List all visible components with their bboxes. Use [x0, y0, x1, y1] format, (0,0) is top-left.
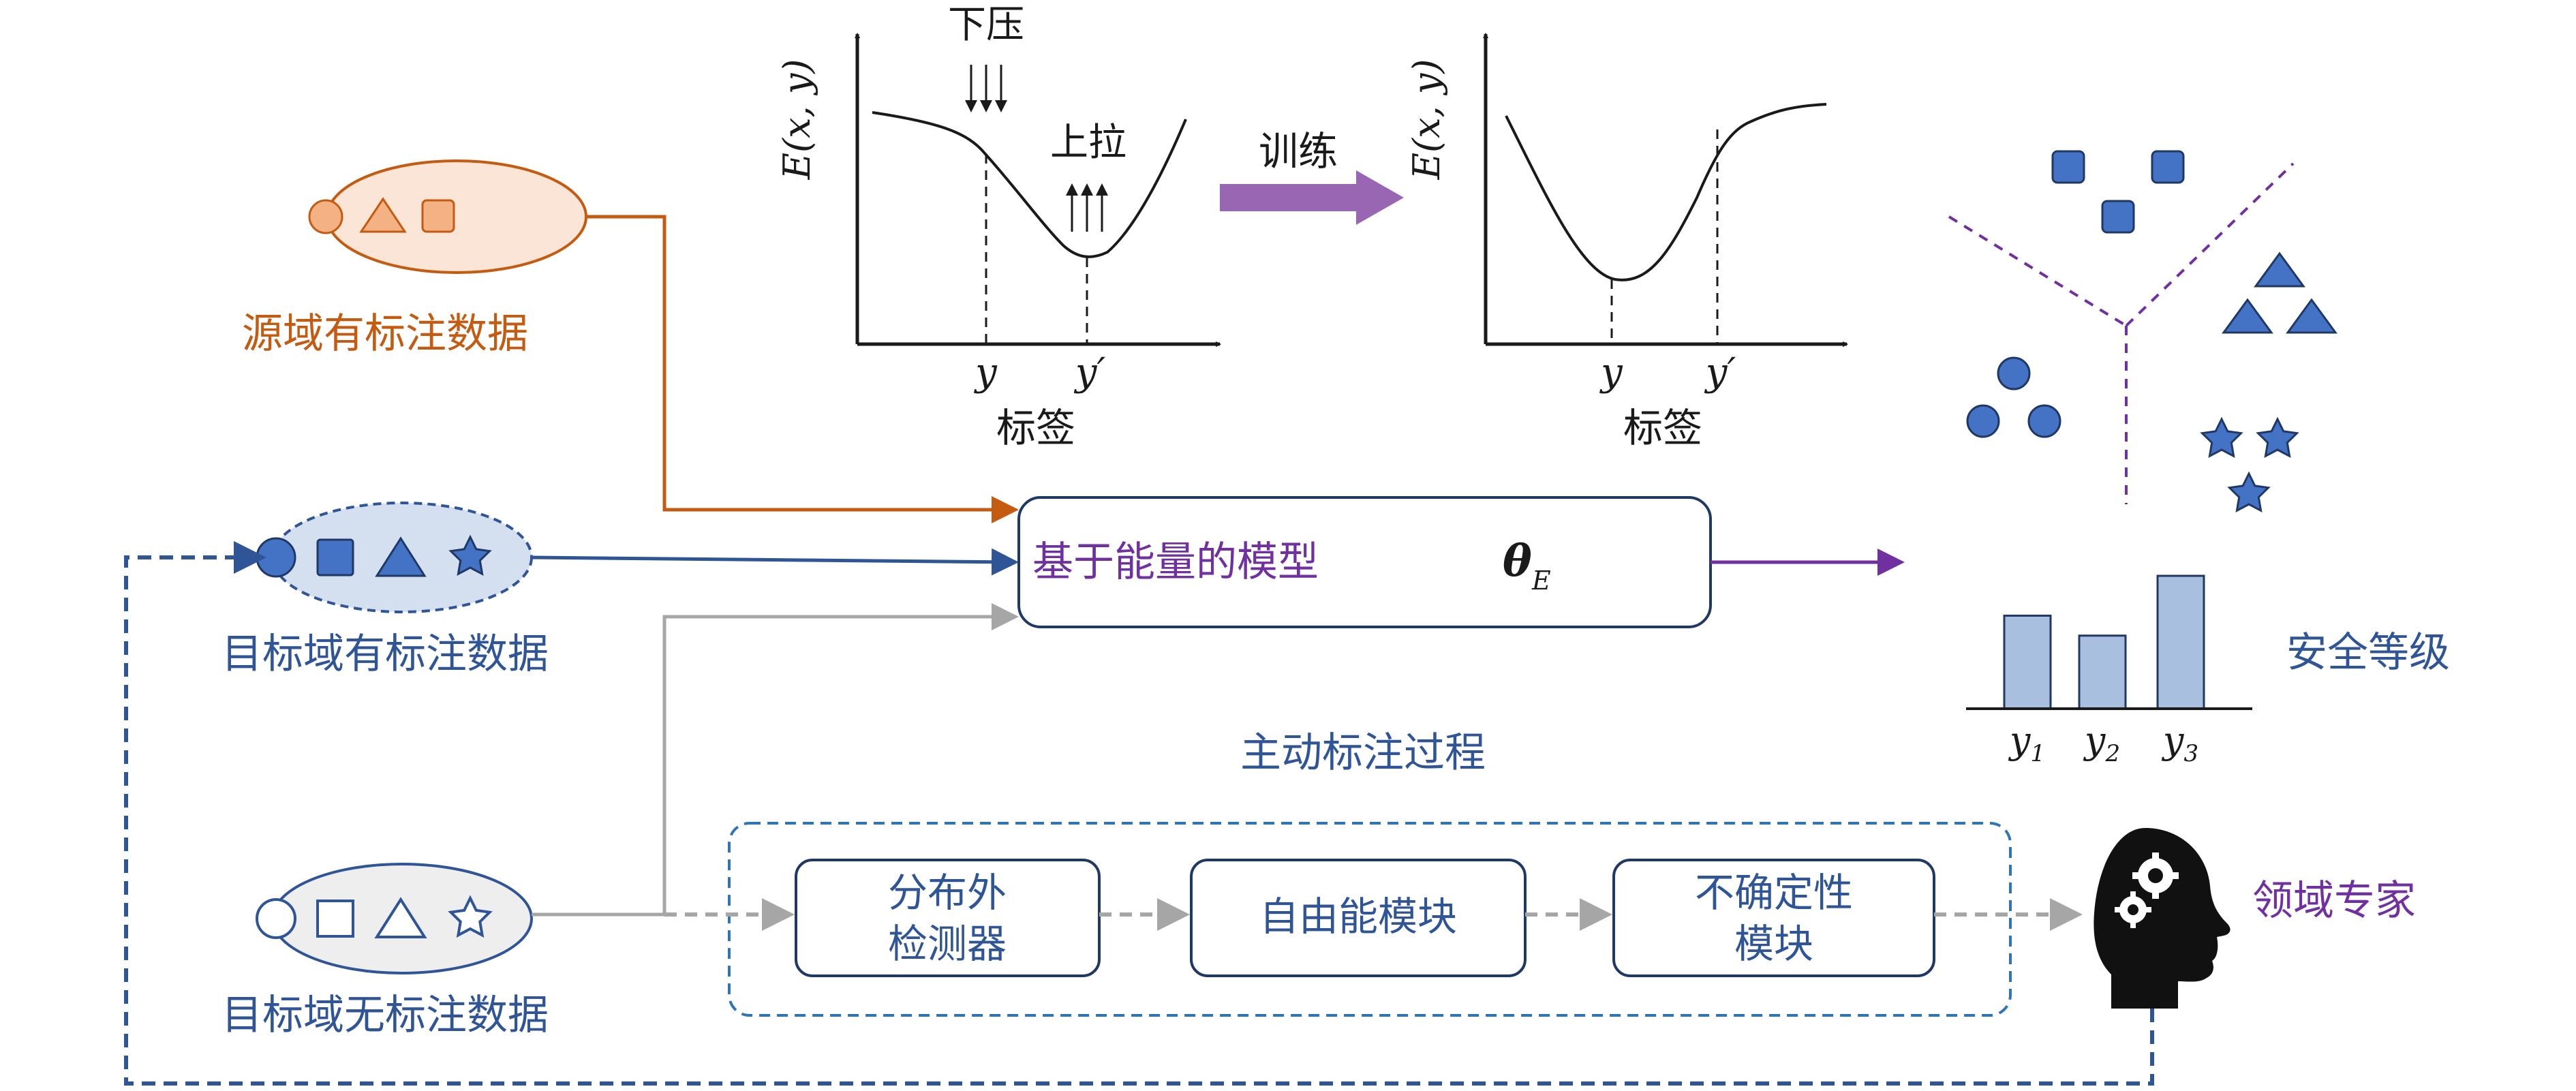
- model-symbol: θ: [1503, 536, 1532, 587]
- uncertainty-label-line1: 不确定性: [1695, 870, 1853, 916]
- uncertainty-label-line2: 模块: [1734, 921, 1813, 967]
- boundary-line: [1948, 215, 2128, 327]
- free-energy-box: 自由能模块: [1190, 859, 1527, 977]
- plot1-y-axis-label: E(x, y): [776, 59, 818, 181]
- circle-icon: [1997, 356, 2031, 390]
- plot2-tick-y: y: [1599, 350, 1623, 395]
- train-arrow-icon: [1220, 170, 1404, 225]
- square-icon: [2151, 150, 2185, 184]
- circle-icon: [256, 537, 296, 578]
- pull-up-label: 上拉: [1050, 121, 1126, 165]
- source-data-label: 源域有标注数据: [242, 310, 528, 358]
- ood-detector-box: 分布外 检测器: [795, 859, 1101, 977]
- boundary-line: [2125, 162, 2295, 327]
- push-down-label: 下压: [948, 3, 1024, 47]
- bar-y3: [2156, 574, 2205, 710]
- plot2-tick-yprime: y′: [1704, 350, 1736, 395]
- square-icon: [316, 538, 354, 577]
- plot2-x-axis-label: 标签: [1623, 405, 1702, 451]
- uncertainty-box: 不确定性 模块: [1612, 859, 1935, 977]
- bar-y2: [2078, 634, 2127, 710]
- square-icon: [421, 199, 455, 233]
- ood-label-line2: 检测器: [888, 921, 1007, 967]
- triangle-icon: [359, 197, 407, 233]
- bar-y1: [2003, 615, 2052, 710]
- train-label: 训练: [1259, 128, 1338, 174]
- model-symbol-sub: E: [1531, 566, 1551, 596]
- plot1-tick-y: y: [973, 350, 998, 395]
- active-process-title: 主动标注过程: [1240, 729, 1486, 777]
- circle-icon: [2027, 404, 2061, 438]
- star-icon: [2228, 472, 2269, 512]
- ood-label-line1: 分布外: [888, 870, 1007, 916]
- circle-icon: [308, 199, 343, 234]
- target-unlabeled-group: 目标域无标注数据: [221, 863, 549, 1039]
- source-to-model-arrow: [586, 215, 1019, 523]
- triangle-icon: [2286, 298, 2337, 334]
- target-labeled-to-model-arrow: [531, 548, 1019, 576]
- plot2-energy-curve: [1505, 103, 1827, 281]
- source-data-ellipse: [326, 159, 587, 274]
- plot1-tick-yprime: y′: [1073, 350, 1106, 395]
- expert-feedback-arrow: [124, 541, 2154, 1086]
- source-data-group: 源域有标注数据: [242, 159, 587, 358]
- triangle-icon: [375, 536, 427, 577]
- target-labeled-group: 目标域有标注数据: [221, 502, 549, 678]
- plot2-y-axis-label: E(x, y): [1405, 59, 1448, 181]
- star-icon: [2201, 418, 2242, 457]
- energy-plot-before: 下压 上拉 E(x, y) y y′ 标签: [776, 3, 1220, 451]
- target-unlabeled-label: 目标域无标注数据: [221, 992, 549, 1039]
- safety-level-label: 安全等级: [2286, 629, 2450, 677]
- target-labeled-label: 目标域有标注数据: [221, 630, 549, 678]
- energy-plot-after: E(x, y) y y′ 标签: [1405, 34, 1847, 451]
- bar-label-y3: y3: [2162, 719, 2198, 767]
- bar-label-y1: y1: [2008, 719, 2045, 767]
- classification-scatter: [1948, 150, 2337, 512]
- plot1-x-axis-label: 标签: [996, 405, 1075, 451]
- square-icon: [2051, 150, 2085, 184]
- circle-icon: [256, 898, 296, 939]
- train-arrow: 训练: [1220, 128, 1404, 225]
- model-label: 基于能量的模型: [1032, 538, 1319, 586]
- energy-model-box: 基于能量的模型 θ E: [1017, 496, 1712, 628]
- plot1-energy-curve: [872, 111, 1187, 258]
- triangle-icon: [2254, 251, 2305, 288]
- bar-label-y2: y2: [2083, 719, 2120, 767]
- unlabeled-to-model-arrow: [532, 603, 1019, 917]
- triangle-icon: [2222, 298, 2273, 334]
- circle-icon: [1966, 404, 2000, 438]
- square-icon: [2101, 200, 2135, 234]
- domain-expert-label: 领域专家: [2252, 877, 2416, 925]
- safety-level-bar-chart: y1 y2 y3: [1966, 574, 2252, 767]
- triangle-icon: [374, 897, 427, 938]
- star-icon: [2257, 418, 2298, 457]
- active-process-container: [728, 822, 2012, 1017]
- square-icon: [316, 900, 354, 938]
- expert-head-gears-icon: [2094, 828, 2230, 1009]
- free-energy-label: 自由能模块: [1259, 893, 1457, 940]
